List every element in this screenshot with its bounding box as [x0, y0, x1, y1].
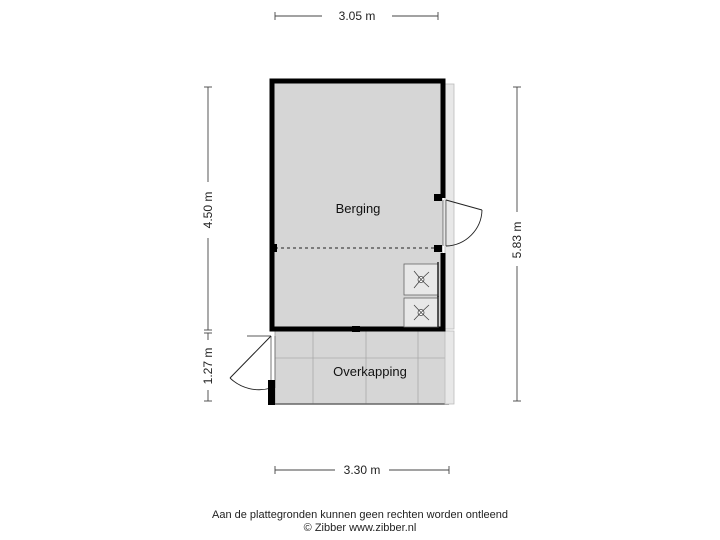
- appliance-lower: [403, 296, 439, 328]
- wall-post: [434, 194, 442, 201]
- room-label-berging: Berging: [336, 201, 381, 216]
- dimension-top: 3.05 m: [274, 9, 439, 23]
- dimension-right: 5.83 m: [510, 86, 524, 402]
- door-swing: [229, 377, 272, 391]
- door-leaf: [445, 199, 483, 211]
- side-strip: [444, 330, 455, 405]
- dimension-top-label: 3.05 m: [339, 9, 376, 23]
- dimension-left-upper: 4.50 m: [201, 86, 215, 331]
- room-label-overkapping: Overkapping: [333, 364, 407, 379]
- berging-walls: [269, 78, 446, 332]
- wall-post: [352, 326, 360, 332]
- dimension-bottom-label: 3.30 m: [344, 463, 381, 477]
- credit-text: © Zibber www.zibber.nl: [303, 522, 417, 534]
- dimension-left-lower: 1.27 m: [201, 332, 215, 402]
- floor-plan: Berging Overkapping 3.05 m 3.30 m 4.50 m…: [201, 9, 524, 477]
- dimension-left-lower-label: 1.27 m: [201, 348, 215, 385]
- side-strip: [444, 83, 455, 330]
- wall-post: [434, 245, 442, 252]
- wall-post: [272, 244, 277, 252]
- door-swing: [445, 209, 483, 247]
- overkapping-floor: [274, 330, 450, 405]
- disclaimer-text: Aan de plattegronden kunnen geen rechten…: [211, 509, 508, 521]
- door-leaf: [229, 335, 272, 379]
- dimension-right-label: 5.83 m: [510, 222, 524, 259]
- appliance-upper: [403, 262, 439, 297]
- dimension-bottom: 3.30 m: [274, 463, 450, 477]
- dimension-left-upper-label: 4.50 m: [201, 192, 215, 229]
- wall-post: [268, 380, 275, 405]
